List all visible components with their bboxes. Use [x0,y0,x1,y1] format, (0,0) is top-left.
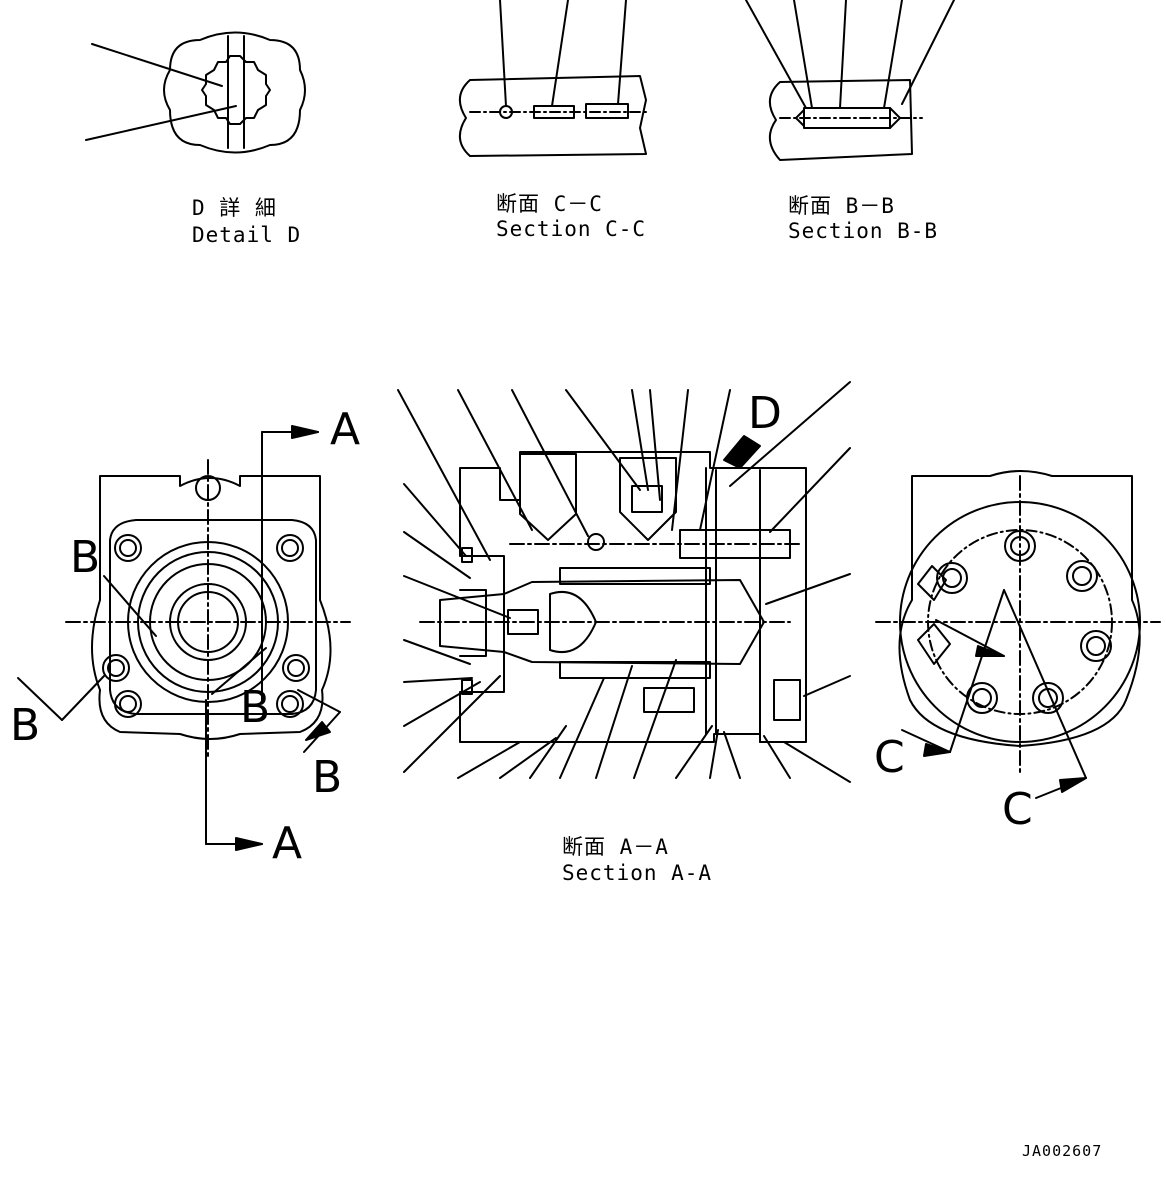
section-marker-c-left: C [874,732,905,783]
section-bb-caption-en: Section B-B [788,219,939,243]
section-marker-b-right-upper: B [240,682,271,733]
section-cc-caption-en: Section C-C [496,217,647,241]
rear-view [875,470,1161,799]
detail-marker-d: D [748,388,782,439]
section-aa-view [397,381,851,783]
section-marker-b-left-lower: B [10,700,41,751]
detail-d-caption-en: Detail D [192,223,302,247]
drawing-reference-number: JA002607 [1022,1142,1103,1160]
section-cc-view [459,0,647,157]
section-marker-b-right-lower: B [312,752,343,803]
detail-d-caption-ja: D 詳 細 [192,196,277,220]
detail-d-view [85,31,306,154]
front-view [17,425,351,851]
section-aa-caption-en: Section A-A [562,861,713,885]
section-bb-caption-ja: 断面 B－B [788,194,895,218]
section-cc-caption-ja: 断面 C－C [496,192,603,216]
section-marker-c-right: C [1002,784,1033,835]
section-marker-a-bottom: A [272,818,303,869]
section-marker-a-top: A [330,404,361,455]
section-aa-caption-ja: 断面 A－A [562,835,669,859]
section-bb-view [745,0,955,161]
section-marker-b-left-upper: B [70,532,101,583]
